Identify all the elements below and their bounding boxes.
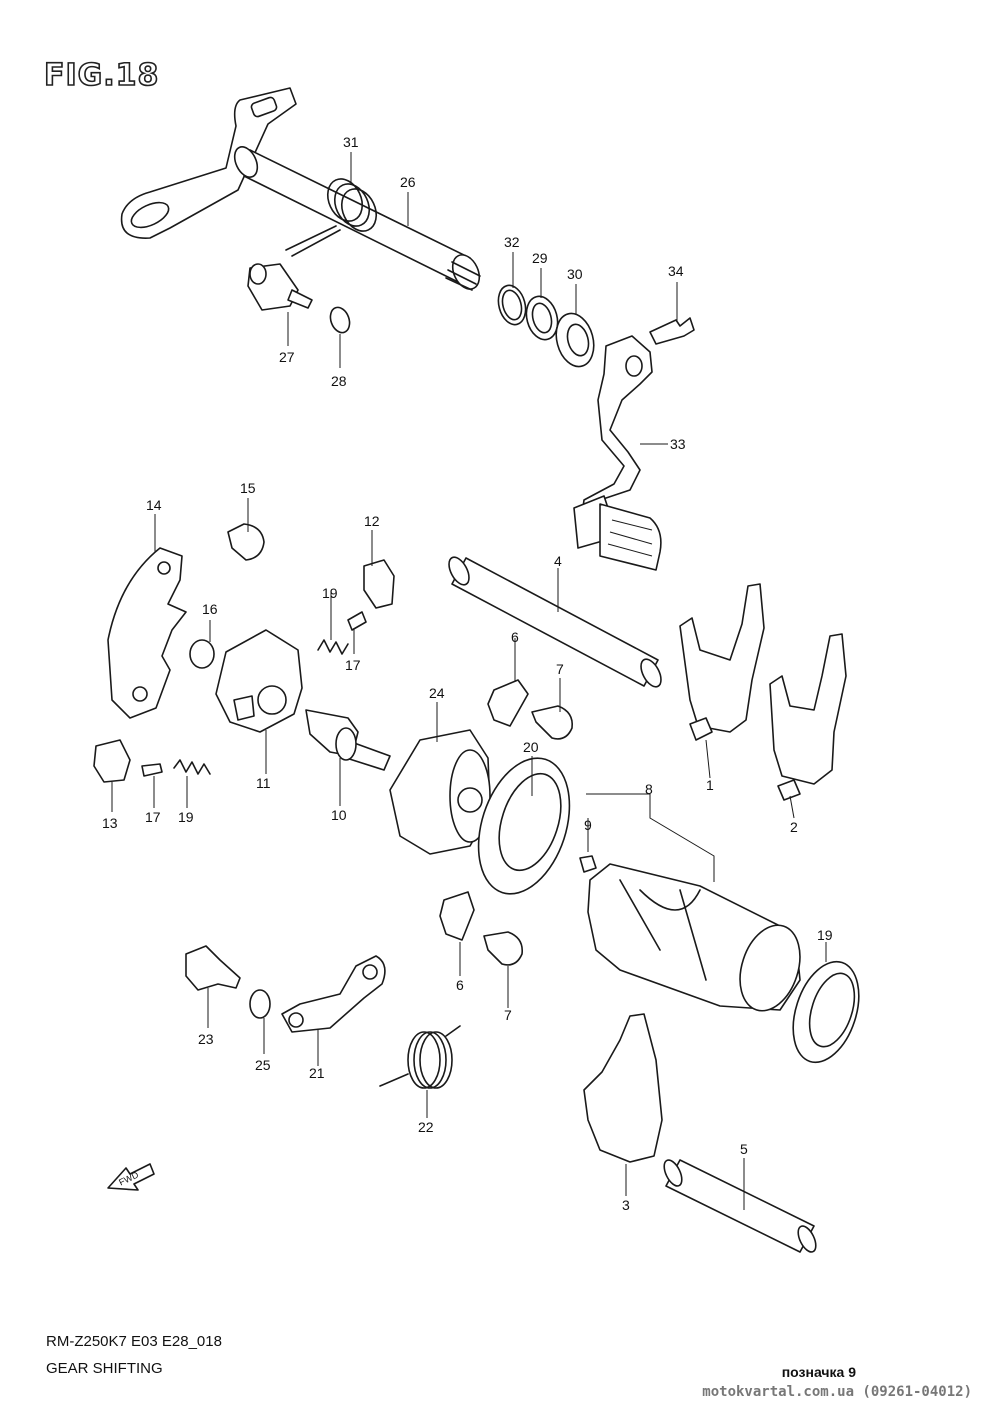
callout-22: 22: [418, 1119, 434, 1135]
part-bolt-27: [247, 263, 313, 311]
part-bolt-23: [185, 945, 241, 991]
part-screw-7a: [531, 705, 574, 740]
callout-8: 8: [645, 781, 653, 797]
callout-18: 19: [817, 927, 833, 943]
callout-5: 5: [740, 1141, 748, 1157]
callout-23: 23: [198, 1031, 214, 1047]
callout-24: 24: [429, 685, 445, 701]
leader-lines: [111, 152, 827, 1210]
callout-19a: 19: [322, 585, 338, 601]
part-shaft-5: [663, 1159, 817, 1253]
callout-33: 33: [670, 436, 686, 452]
callout-32: 32: [504, 234, 520, 250]
callout-3: 3: [622, 1197, 630, 1213]
part-fork-2: [769, 633, 847, 801]
part-circlip-32: [497, 284, 527, 326]
part-gearshift-lever: [573, 335, 662, 571]
part-spring-22: [379, 1025, 461, 1089]
part-pin-17a: [347, 611, 367, 631]
callout-11: 11: [256, 775, 271, 791]
callout-7a: 7: [556, 661, 564, 677]
callout-19b: 19: [178, 809, 194, 825]
part-pin-17b: [141, 763, 163, 777]
callout-4: 4: [554, 553, 562, 569]
callout-6a: 6: [511, 629, 519, 645]
part-washer-25: [249, 989, 271, 1019]
figure-title: FIG.18: [43, 57, 160, 94]
part-screw-7b: [483, 931, 524, 966]
front-direction-arrow: FWD: [107, 1163, 155, 1191]
callout-numbers: 31 26 32 29 30 34 27 28 33 14 15 12 19 1…: [102, 134, 833, 1213]
callout-14: 14: [146, 497, 162, 513]
callout-6b: 6: [456, 977, 464, 993]
part-gearshift-cam-11: [215, 629, 303, 733]
callout-13: 13: [102, 815, 118, 831]
part-spring-19a: [317, 639, 349, 655]
callout-17a: 17: [345, 657, 361, 673]
callout-16: 16: [202, 601, 218, 617]
note-label: позначка 9: [781, 1364, 856, 1380]
part-cam-stopper-bolt-10: [305, 709, 391, 771]
callout-12: 12: [364, 513, 380, 529]
callout-7b: 7: [504, 1007, 512, 1023]
part-return-spring: [285, 178, 378, 257]
part-fork-1: [679, 583, 765, 741]
part-pawl-12: [363, 559, 395, 609]
callout-2: 2: [790, 819, 798, 835]
part-collar-16: [189, 639, 215, 669]
part-gearshift-drum-8: [587, 863, 801, 1012]
callout-1: 1: [706, 777, 714, 793]
callout-30: 30: [567, 266, 583, 282]
callout-15: 15: [240, 480, 256, 496]
part-stopper-arm-21: [281, 955, 386, 1033]
callout-20: 20: [523, 739, 539, 755]
callout-26: 26: [400, 174, 416, 190]
figure-caption: GEAR SHIFTING: [46, 1360, 163, 1377]
callout-29: 29: [532, 250, 548, 266]
part-washer-29: [525, 295, 559, 341]
part-guide-6a: [487, 679, 529, 727]
callout-31: 31: [343, 134, 359, 150]
part-shift-shaft: [120, 87, 481, 291]
part-spring-19b: [173, 759, 211, 775]
callout-17b: 17: [145, 809, 161, 825]
part-shaft-4: [448, 556, 662, 688]
callout-21: 21: [309, 1065, 325, 1081]
callout-9: 9: [584, 817, 592, 833]
callout-28: 28: [331, 373, 347, 389]
callout-34: 34: [668, 263, 684, 279]
model-code: RM-Z250K7 E03 E28_018: [46, 1333, 222, 1350]
callout-10: 10: [331, 807, 347, 823]
callout-27: 27: [279, 349, 295, 365]
part-bearing-20: [477, 757, 571, 895]
part-pin-9: [579, 855, 597, 873]
part-oil-seal-30: [555, 312, 595, 368]
callout-25: 25: [255, 1057, 271, 1073]
part-bearing-18: [792, 960, 860, 1064]
part-cam-gear-24: [389, 729, 491, 855]
part-bolt-34: [649, 317, 695, 345]
watermark: motokvartal.com.ua (09261-04012): [702, 1384, 972, 1400]
part-pawl-13: [93, 739, 131, 783]
part-washer-28: [329, 306, 351, 334]
part-fork-3: [583, 1013, 663, 1163]
part-screw-15: [227, 523, 265, 561]
part-stopper-plate-14: [107, 547, 187, 719]
part-guide-6b: [439, 891, 475, 941]
